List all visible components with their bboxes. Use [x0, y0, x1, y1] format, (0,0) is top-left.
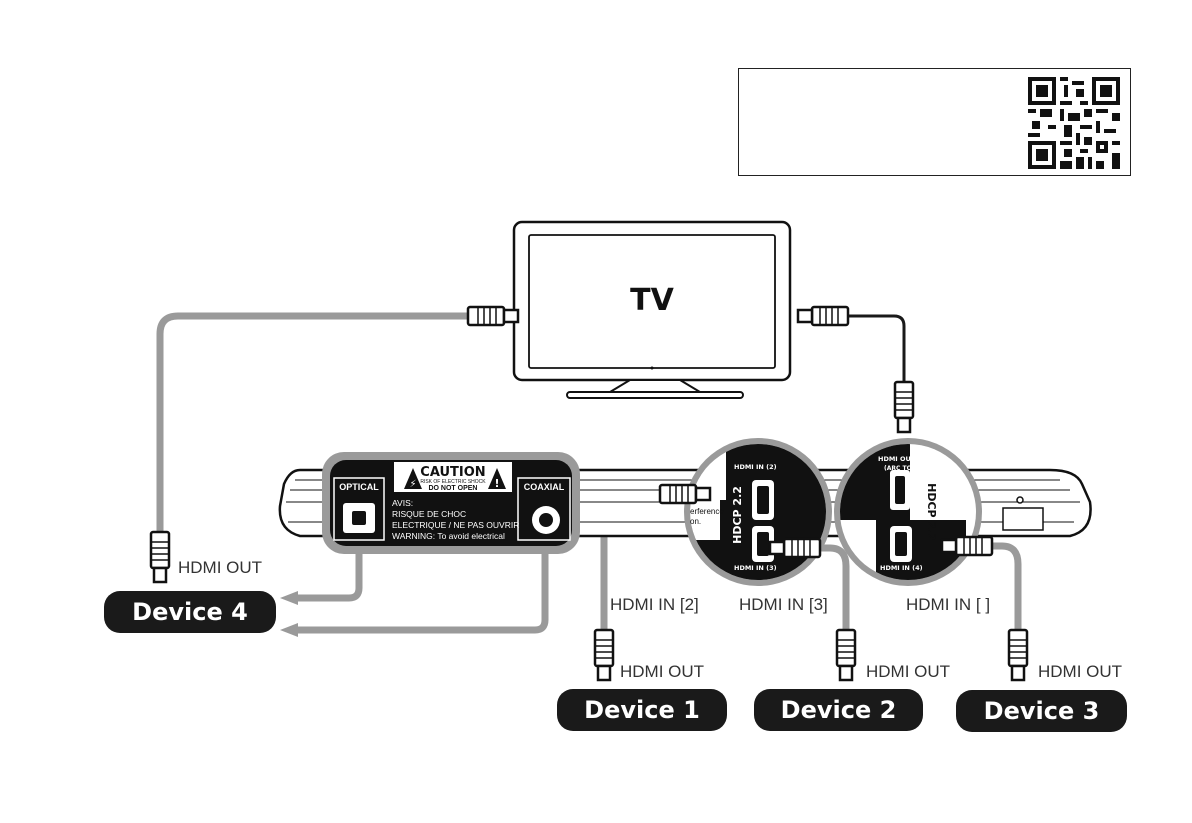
device-4-badge: Device 4	[104, 591, 276, 633]
exclamation-icon: !	[494, 477, 499, 490]
device-3-badge: Device 3	[956, 690, 1127, 732]
coaxial-label: COAXIAL	[524, 482, 565, 492]
hdmi-in4-label: HDMI IN [ ]	[906, 595, 991, 614]
hdmi-in3-panel-label: HDMI IN (3)	[734, 564, 777, 572]
hdmi-in3-label: HDMI IN [3]	[739, 595, 828, 614]
hdmi-plug-device4-out	[149, 530, 171, 584]
cable-optical-to-device4	[294, 542, 363, 602]
hdmi-out-label-device4: HDMI OUT	[178, 558, 263, 577]
caution-sub: RISK OF ELECTRIC SHOCK	[420, 479, 486, 485]
hdmi-plug-tv-left	[466, 305, 520, 327]
lightning-icon: ⚡	[409, 479, 416, 490]
hdmi-out-label-device3: HDMI OUT	[1038, 662, 1123, 681]
arc-panel-label: (ARC TO TV)	[884, 465, 926, 472]
hdmi-out1-panel-label: HDMI OUT (1)	[878, 455, 928, 463]
hdmi-plug-soundbar-out	[893, 380, 915, 434]
hdmi-in2-panel-label: HDMI IN (2)	[734, 463, 777, 471]
avis-line-1: AVIS:	[392, 498, 413, 508]
cable-tv-to-device4	[156, 312, 468, 540]
interference-text-2: on.	[690, 517, 701, 526]
hdmi-plug-in4	[940, 535, 994, 557]
arrow-device4-optical	[280, 591, 298, 605]
tv-label: TV	[630, 283, 674, 318]
hdmi-plug-in3	[768, 537, 822, 559]
cable-coaxial-to-device4	[294, 548, 549, 634]
cable-device2	[818, 544, 850, 640]
rear-panel	[322, 452, 580, 554]
hdmi-plug-tv-right	[796, 305, 850, 327]
hdmi-out-label-device2: HDMI OUT	[866, 662, 951, 681]
hdmi-in4-panel-label: HDMI IN (4)	[880, 564, 923, 572]
hdmi-out-label-device1: HDMI OUT	[620, 662, 705, 681]
avis-line-2: RISQUE DE CHOC	[392, 509, 466, 519]
interference-text-1: erference	[690, 507, 724, 516]
device-2-badge: Device 2	[754, 689, 923, 731]
hdmi-in2-label: HDMI IN [2]	[610, 595, 699, 614]
caution-label: CAUTION	[420, 465, 485, 480]
tv	[512, 220, 792, 399]
optical-label: OPTICAL	[339, 482, 379, 492]
avis-line-3: ELECTRIQUE / NE PAS OUVRIR	[392, 520, 519, 530]
avis-line-4: WARNING: To avoid electrical	[392, 531, 505, 541]
cable-tv-to-soundbar	[848, 314, 906, 384]
hdmi-plug-device3-out	[1007, 628, 1029, 682]
caution-sub2: DO NOT OPEN	[428, 485, 477, 492]
qr-code-box	[738, 68, 1131, 176]
cable-device3	[990, 542, 1022, 640]
hdmi-plug-device2-out	[835, 628, 857, 682]
hdcp-right-label: HDCP 2.2	[925, 483, 938, 541]
device-1-badge: Device 1	[557, 689, 727, 731]
hdmi-plug-device1-out	[593, 628, 615, 682]
hdmi-plug-in2	[658, 483, 712, 505]
arrow-device4-coaxial	[280, 623, 298, 637]
hdcp-left-label: HDCP 2.2	[731, 486, 744, 544]
qr-code	[1028, 77, 1120, 169]
